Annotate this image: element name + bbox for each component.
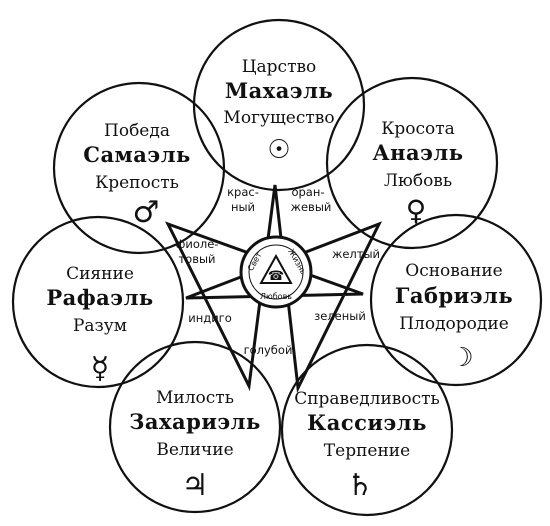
- color-red-line2: ный: [231, 200, 255, 214]
- color-orange-line2: жевый: [291, 200, 332, 214]
- color-orange-line1: оран-: [291, 185, 324, 199]
- circle-top-right: [325, 76, 499, 250]
- center-word-love: Любовь: [260, 292, 292, 301]
- moon-symbol-icon: ☽: [450, 343, 473, 373]
- outer-circles: [11, 18, 543, 517]
- circle-right: [369, 213, 543, 387]
- angel-name: Захариэль: [129, 409, 260, 434]
- quality-label: Величие: [156, 440, 233, 460]
- angel-name: Габриэль: [395, 283, 513, 308]
- mercury-symbol-icon: ☿: [91, 351, 109, 386]
- color-blue: голубой: [244, 343, 293, 357]
- color-violet-line1: фиоле-: [176, 237, 219, 251]
- sun-symbol-icon: ☉: [267, 135, 290, 165]
- quality-label: Крепость: [95, 173, 179, 193]
- color-green: зеленый: [314, 309, 366, 323]
- color-violet-line2: товый: [178, 252, 215, 266]
- virtue-label: Победа: [104, 121, 170, 141]
- circle-top-left: [52, 81, 226, 255]
- center-inner-ring: [248, 244, 304, 300]
- angel-name: Кассиэль: [307, 410, 427, 435]
- quality-label: Плодородие: [399, 314, 509, 334]
- quality-label: Терпение: [324, 441, 410, 461]
- virtue-label: Справедливость: [294, 389, 440, 409]
- circle-left-text: Сияние Рафаэль Разум ☿: [46, 264, 153, 386]
- mars-symbol-icon: ♂: [133, 195, 160, 230]
- quality-label: Могущество: [223, 108, 334, 128]
- angel-name: Самаэль: [83, 142, 191, 167]
- saturn-symbol-icon: ♄: [347, 468, 374, 503]
- telephone-symbol-icon: ☎: [268, 269, 284, 284]
- center-triangle: [259, 253, 293, 284]
- circle-top-left-text: Победа Самаэль Крепость ♂: [83, 121, 191, 230]
- color-indigo: индиго: [188, 311, 232, 325]
- venus-symbol-icon: ♀: [406, 194, 427, 227]
- circle-bottom-left: [108, 340, 282, 514]
- quality-label: Любовь: [384, 171, 452, 191]
- circle-bottom-right: [280, 343, 454, 517]
- angel-name: Рафаэль: [46, 285, 153, 310]
- angel-name: Анаэль: [373, 140, 464, 165]
- angel-name: Махаэль: [225, 78, 333, 103]
- circle-top-text: Царство Махаэль Могущество ☉: [223, 57, 334, 165]
- virtue-label: Основание: [405, 261, 502, 281]
- virtue-label: Царство: [242, 57, 317, 77]
- color-yellow: желтый: [332, 247, 380, 261]
- jupiter-symbol-icon: ♃: [182, 468, 209, 503]
- circle-top-right-text: Кросота Анаэль Любовь ♀: [373, 119, 464, 227]
- circle-bottom-left-text: Милость Захариэль Величие ♃: [129, 388, 260, 503]
- virtue-label: Милость: [156, 388, 234, 408]
- color-labels: крас- ный оран- жевый желтый зеленый гол…: [176, 185, 380, 357]
- circle-top: [192, 18, 366, 192]
- virtue-label: Сияние: [66, 264, 134, 284]
- color-red-line1: крас-: [227, 185, 259, 199]
- quality-label: Разум: [73, 316, 127, 336]
- virtue-label: Кросота: [381, 119, 455, 139]
- center-circle: [239, 235, 313, 309]
- circle-bottom-right-text: Справедливость Кассиэль Терпение ♄: [294, 389, 440, 503]
- circle-right-text: Основание Габриэль Плодородие ☽: [395, 261, 513, 373]
- circle-left: [11, 215, 185, 389]
